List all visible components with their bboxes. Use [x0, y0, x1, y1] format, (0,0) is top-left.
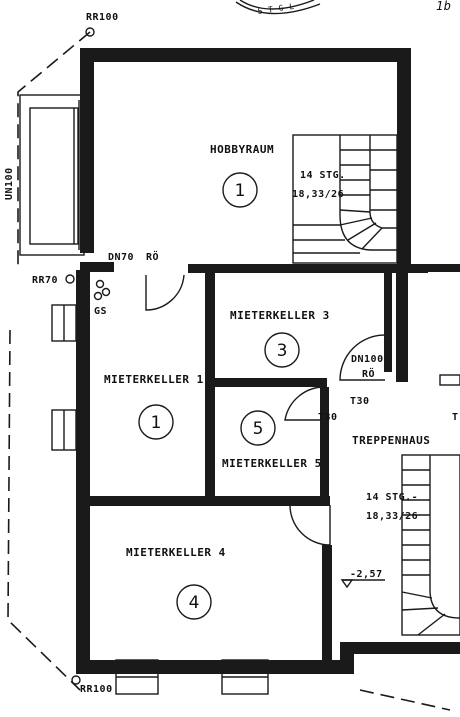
stair-hobbyraum: [292, 134, 398, 264]
stair-right-steps: 14 STG.-: [366, 492, 418, 503]
label-ro-mid: RÖ: [362, 366, 375, 380]
stair-right-ratio: 18,33/26: [366, 511, 418, 522]
pipe-marker-rr70: [65, 274, 75, 284]
stair-top-steps: 14 STG.: [300, 170, 346, 181]
room-name-mieterkeller-3: MIETERKELLER 3: [230, 309, 330, 322]
light-well: [19, 94, 85, 256]
label-rr100-bottom: RR100: [80, 684, 113, 695]
label-dn70: DN70: [108, 252, 134, 263]
svg-text:3: 3: [277, 341, 288, 361]
label-t-right: T: [452, 412, 459, 423]
label-un100: UN100: [4, 167, 15, 200]
room-name-hobbyraum: HOBBYRAUM: [210, 143, 274, 156]
doors: [145, 274, 386, 546]
corner-mark: 1b: [436, 0, 451, 13]
room-name-mieterkeller-4: MIETERKELLER 4: [126, 546, 226, 559]
label-ro-top: RÖ: [146, 249, 159, 263]
stamp-seal: S T G L: [235, 0, 321, 16]
room-number-mieterkeller-5: 5: [240, 410, 276, 446]
stair-treppenhaus: [401, 374, 460, 636]
svg-text:4: 4: [189, 593, 200, 613]
label-level: -2,57: [350, 569, 383, 580]
stair-top-ratio: 18,33/26: [292, 189, 344, 200]
gas-pipe-symbol: [93, 279, 111, 301]
windows: [51, 304, 269, 695]
pipe-marker-bottom: [71, 675, 81, 685]
room-number-hobbyraum: 1: [222, 172, 258, 208]
label-t30-a: T30: [350, 396, 370, 407]
svg-text:1: 1: [151, 413, 162, 433]
room-number-mieterkeller-3: 3: [264, 332, 300, 368]
label-rr100-top: RR100: [86, 12, 119, 23]
room-name-treppenhaus: TREPPENHAUS: [352, 434, 430, 447]
room-number-mieterkeller-4: 4: [176, 584, 212, 620]
property-boundary: [7, 31, 451, 711]
svg-text:1: 1: [235, 181, 246, 201]
label-rr70: RR70: [32, 275, 58, 286]
level-marker: [340, 579, 354, 589]
room-name-mieterkeller-5: MIETERKELLER 5: [222, 457, 322, 470]
pipe-marker-top: [85, 27, 95, 37]
svg-text:5: 5: [253, 419, 264, 439]
room-number-mieterkeller-1: 1: [138, 404, 174, 440]
label-t30-b: T30: [318, 412, 338, 423]
label-gs: GS: [94, 306, 107, 317]
label-dn100: DN100: [351, 354, 384, 365]
walls: [76, 48, 460, 674]
room-name-mieterkeller-1: MIETERKELLER 1: [104, 373, 204, 386]
